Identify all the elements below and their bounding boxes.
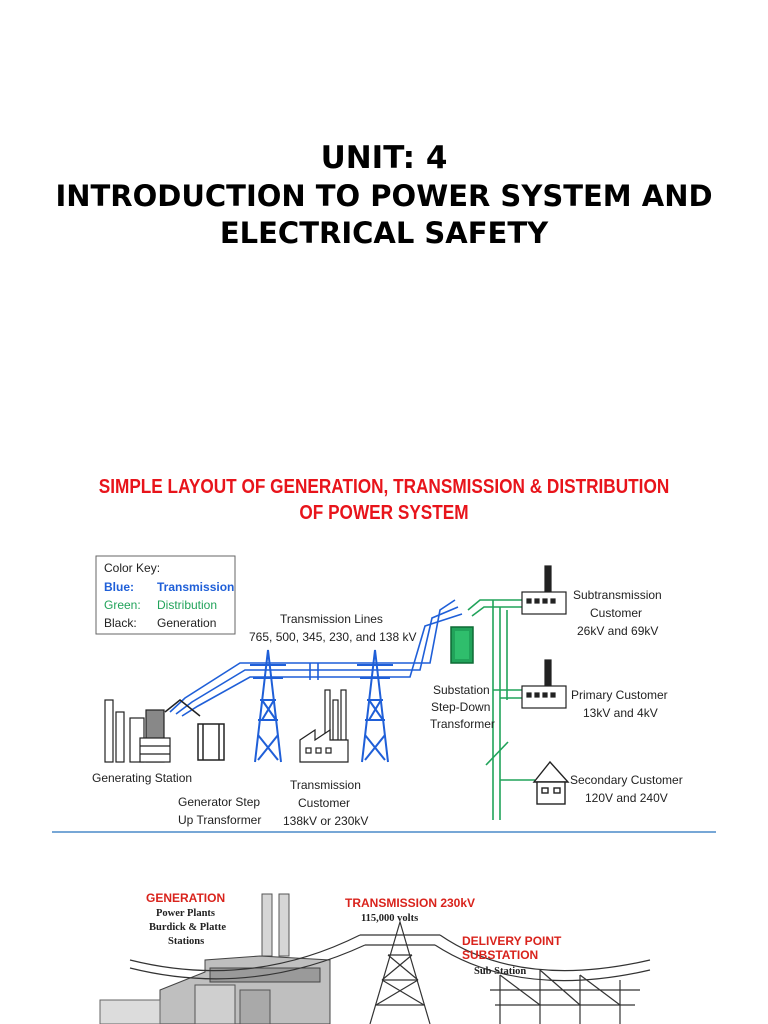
slide-title: UNIT: 4 INTRODUCTION TO POWER SYSTEM AND… [0,138,768,252]
black-value: Generation [157,616,216,630]
section-heading-line-1: SIMPLE LAYOUT OF GENERATION, TRANSMISSIO… [98,476,670,498]
generating-station-label: Generating Station [92,771,192,785]
title-line-2: ELECTRICAL SAFETY [219,216,549,250]
gen-transformer-label: Generator Step [178,795,260,809]
substation-transformer-icon [450,626,474,664]
transmission-customer-voltage: 138kV or 230kV [283,814,368,828]
secondary-customer-label: Secondary Customer [570,773,683,787]
secondary-customer-voltage: 120V and 240V [585,791,668,805]
photo-power-plants: Power Plants [156,908,215,919]
distribution-lines [467,599,535,820]
transmission-customer-label: Transmission [290,778,361,792]
diagram-labels: Transmission Lines 765, 500, 345, 230, a… [92,588,683,828]
transmission-lines-voltages: 765, 500, 345, 230, and 138 kV [249,630,416,644]
secondary-customer-house-icon [532,760,570,805]
primary-customer-icon [521,659,567,709]
transmission-tower-icon [357,649,393,763]
subtransmission-customer-icon [521,565,567,615]
substation-label: Substation [433,683,490,697]
title-line-1: INTRODUCTION TO POWER SYSTEM AND [55,179,713,213]
generator-transformer-icon [164,699,225,761]
color-key: Color Key: Blue: Transmission Green: Dis… [95,555,236,635]
photo-burdick-platte: Burdick & Platte [149,922,226,933]
blue-value: Transmission [157,580,234,594]
primary-customer-voltage: 13kV and 4kV [583,706,658,720]
photo-delivery-point: DELIVERY POINT [462,934,562,948]
transmission-lines-label: Transmission Lines [280,612,383,626]
transmission-customer-label-2: Customer [298,796,350,810]
photo-substation: SUBSTATION [462,948,538,962]
green-key: Green: [104,598,141,612]
subtransmission-label: Subtransmission [573,588,662,602]
transmission-tower-icon [250,649,286,763]
photo-transmission-label: TRANSMISSION 230kV [345,896,475,910]
substation-label-2: Step-Down [431,700,490,714]
green-value: Distribution [157,598,217,612]
photo-stations: Stations [168,936,204,947]
transmission-customer-factory-icon [299,689,349,763]
photo-volts: 115,000 volts [361,913,418,924]
substation-label-3: Transformer [430,717,495,731]
photo-sub-station: Sub Station [474,966,526,977]
section-heading: SIMPLE LAYOUT OF GENERATION, TRANSMISSIO… [54,474,714,526]
black-key: Black: [104,616,137,630]
transmission-lines [169,599,463,717]
photo-generation-label: GENERATION [146,891,225,905]
primary-customer-label: Primary Customer [571,688,668,702]
subtransmission-voltage: 26kV and 69kV [577,624,658,638]
section-heading-line-2: OF POWER SYSTEM [299,502,469,524]
power-grid-photo: GENERATION Power Plants Burdick & Platte… [88,884,656,1024]
unit-heading: UNIT: 4 [320,140,448,176]
generating-station-icon [104,699,171,763]
blue-key: Blue: [104,580,134,594]
gen-transformer-label-2: Up Transformer [178,813,261,827]
color-key-title: Color Key: [104,561,160,575]
subtransmission-label-2: Customer [590,606,642,620]
